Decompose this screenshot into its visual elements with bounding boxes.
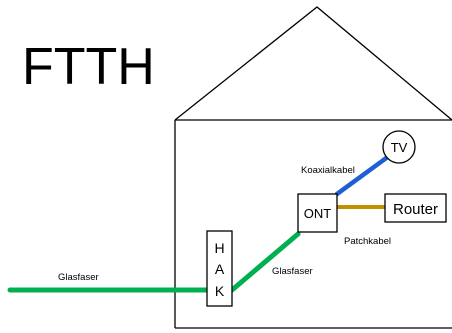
label-patchkabel: Patchkabel bbox=[344, 236, 391, 247]
house-roof bbox=[174, 6, 452, 121]
router-label: Router bbox=[393, 201, 438, 218]
label-glasfaser-outside: Glasfaser bbox=[58, 272, 99, 283]
ont-label: ONT bbox=[304, 206, 332, 221]
label-glasfaser-inside: Glasfaser bbox=[272, 266, 313, 277]
hak-letter-h: H bbox=[214, 240, 224, 256]
ont-box bbox=[297, 193, 338, 233]
label-koaxialkabel: Koaxialkabel bbox=[301, 165, 355, 176]
fiber-cable-inside bbox=[229, 231, 301, 293]
diagram-title: FTTH bbox=[22, 38, 155, 96]
hak-box bbox=[206, 230, 233, 307]
hak-letter-a: A bbox=[215, 261, 225, 277]
coax-cable bbox=[334, 153, 392, 197]
hak-letter-k: K bbox=[215, 283, 225, 299]
tv-circle bbox=[382, 130, 416, 164]
router-box bbox=[384, 193, 447, 223]
tv-label: TV bbox=[391, 140, 408, 155]
